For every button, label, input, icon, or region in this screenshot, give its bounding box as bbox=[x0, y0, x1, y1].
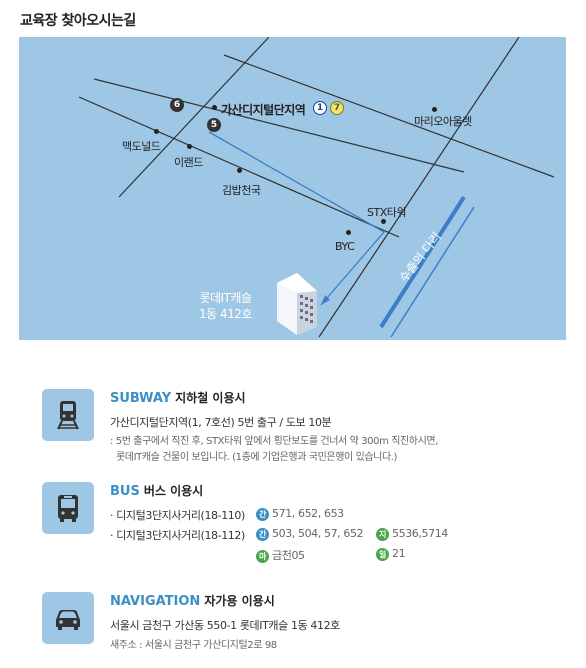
mario-outlet-label: 마리오아울렛 bbox=[414, 115, 472, 128]
bus-numbers-2b: 5536,5714 bbox=[392, 527, 448, 540]
bus-stop-1: · 디지털3단지사거리(18-110) bbox=[110, 509, 245, 522]
subway-directions: 가산디지털단지역(1, 7호선) 5번 출구 / 도보 10분 bbox=[110, 416, 332, 429]
bus-branch-badge: 지 bbox=[376, 527, 389, 541]
exit-5-badge: 5 bbox=[207, 118, 221, 132]
river-bank-line-2 bbox=[390, 206, 475, 338]
road-diag-right bbox=[318, 37, 520, 338]
road-diag-left bbox=[118, 37, 270, 198]
road-upper bbox=[223, 54, 555, 178]
line-1-badge: 1 bbox=[313, 101, 327, 115]
subway-icon-box bbox=[42, 389, 94, 441]
subway-note-1: : 5번 출구에서 직진 후, STX타워 앞에서 횡단보도를 건너서 약 30… bbox=[110, 436, 438, 447]
bus-icon-box bbox=[42, 482, 94, 534]
stx-dot bbox=[381, 219, 386, 224]
gimbap-label: 김밥천국 bbox=[222, 184, 261, 197]
subway-title-en: SUBWAY bbox=[110, 391, 172, 406]
subway-note-2: 롯데IT캐슬 건물이 보입니다. (1층에 기업은행과 국민은행이 있습니다.) bbox=[116, 452, 398, 463]
destination-label: 롯데IT캐슬 1동 412호 bbox=[199, 290, 252, 322]
line-7-badge: 7 bbox=[330, 101, 344, 115]
mcdonalds-label: 맥도널드 bbox=[122, 140, 161, 153]
car-icon-box bbox=[42, 592, 94, 644]
destination-name: 롯데IT캐슬 bbox=[199, 291, 252, 305]
walking-route bbox=[208, 131, 386, 306]
bus-regular-badge: 일 bbox=[376, 547, 389, 561]
station-dot bbox=[212, 105, 217, 110]
exit-6-badge: 6 bbox=[170, 98, 184, 112]
gimbap-dot bbox=[237, 168, 242, 173]
bus-trunk-badge-2: 간 bbox=[256, 527, 269, 541]
subway-train-icon bbox=[57, 401, 79, 430]
bus-numbers-2: 503, 504, 57, 652 bbox=[272, 527, 364, 540]
byc-dot bbox=[346, 230, 351, 235]
eland-label: 이랜드 bbox=[174, 156, 203, 169]
eland-dot bbox=[187, 144, 192, 149]
location-map: 6 5 가산디지털단지역 1 7 마리오아울렛 맥도널드 이랜드 김밥천국 ST… bbox=[19, 37, 566, 340]
destination-room: 1동 412호 bbox=[199, 307, 252, 321]
address-text: 서울시 금천구 가산동 550-1 롯데IT캐슬 1동 412호 bbox=[110, 619, 340, 632]
bus-title-en: BUS bbox=[110, 484, 140, 499]
page-title: 교육장 찾아오시는길 bbox=[20, 13, 136, 29]
byc-label: BYC bbox=[335, 240, 355, 253]
stx-label: STX타워 bbox=[367, 206, 406, 219]
bus-village-badge: 마 bbox=[256, 549, 269, 563]
road-top bbox=[93, 78, 465, 173]
bus-icon bbox=[58, 495, 78, 522]
bus-numbers-3b: 21 bbox=[392, 547, 406, 560]
navigation-title-ko: 자가용 이용시 bbox=[204, 594, 275, 608]
mcdonalds-dot bbox=[154, 129, 159, 134]
car-icon bbox=[56, 610, 80, 630]
river-bank-line bbox=[379, 195, 466, 329]
mario-outlet-dot bbox=[432, 107, 437, 112]
station-label: 가산디지털단지역 bbox=[221, 103, 306, 117]
road-mid bbox=[78, 96, 400, 238]
route-arrow-icon bbox=[321, 295, 330, 305]
new-address-text: 새주소 : 서울시 금천구 가산디지털2로 98 bbox=[110, 640, 277, 651]
subway-title-ko: 지하철 이용시 bbox=[175, 391, 246, 405]
map-roads bbox=[78, 37, 555, 338]
bus-trunk-badge: 간 bbox=[256, 507, 269, 521]
bus-numbers-1: 571, 652, 653 bbox=[272, 507, 344, 520]
bus-stop-2: · 디지털3단지사거리(18-112) bbox=[110, 529, 245, 542]
bus-title-ko: 버스 이용시 bbox=[143, 484, 204, 498]
building-icon bbox=[277, 273, 317, 335]
bus-numbers-3: 금천05 bbox=[272, 549, 305, 562]
navigation-title-en: NAVIGATION bbox=[110, 594, 201, 609]
